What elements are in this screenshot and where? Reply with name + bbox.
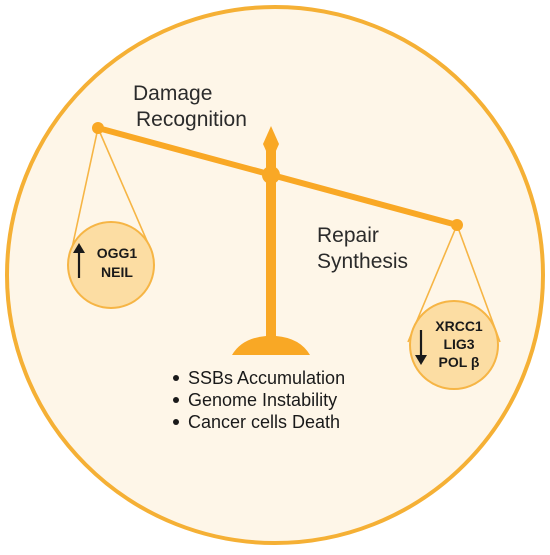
left-string-inner xyxy=(97,127,151,249)
outcome-item: Genome Instability xyxy=(188,390,337,410)
left-string-outer xyxy=(71,127,99,249)
up-arrow-icon xyxy=(73,243,85,278)
right-pan xyxy=(409,300,499,390)
bullet-dot xyxy=(173,419,179,425)
left-pan-line-1: NEIL xyxy=(101,264,133,280)
right-pan-line-0: XRCC1 xyxy=(435,318,483,334)
beam-pivot xyxy=(262,166,280,184)
label-recognition: Recognition xyxy=(136,108,247,131)
label-synthesis: Synthesis xyxy=(317,250,408,273)
pillar-top-diamond xyxy=(263,126,279,162)
right-pan-line-1: LIG3 xyxy=(443,336,474,352)
bullet-dot xyxy=(173,375,179,381)
pillar xyxy=(266,148,276,348)
outcome-item: Cancer cells Death xyxy=(188,412,340,432)
down-arrow-icon xyxy=(415,330,427,365)
beam-left-end xyxy=(92,122,104,134)
outcome-item: SSBs Accumulation xyxy=(188,368,345,388)
label-damage: Damage xyxy=(133,82,212,105)
label-repair: Repair xyxy=(317,224,379,247)
bullet-dot xyxy=(173,397,179,403)
outcomes-list: SSBs Accumulation Genome Instability Can… xyxy=(173,368,345,432)
left-pan-line-0: OGG1 xyxy=(97,245,138,261)
pillar-base xyxy=(232,336,310,355)
right-pan-line-2: POL β xyxy=(439,354,480,370)
beam-right-end xyxy=(451,219,463,231)
left-pan xyxy=(67,221,155,309)
